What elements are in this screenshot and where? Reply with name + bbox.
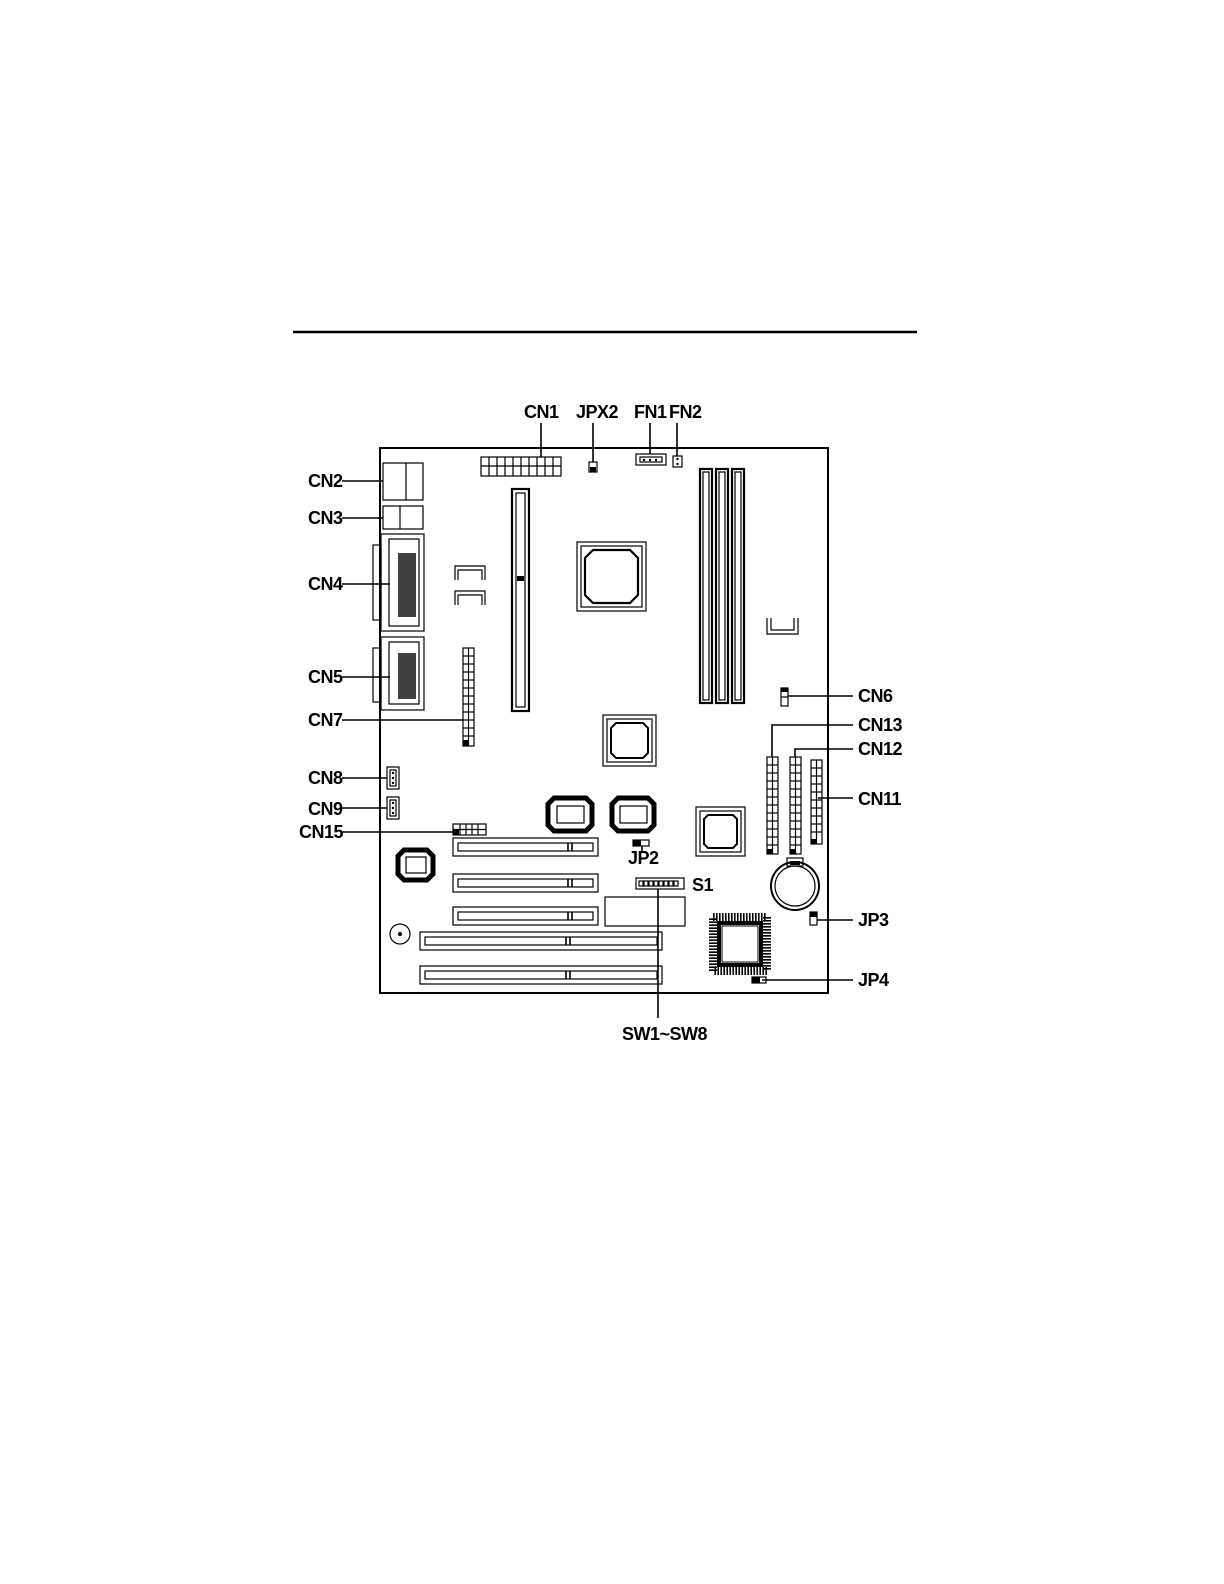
label-jp2: JP2 — [628, 848, 659, 868]
regulator-components — [455, 566, 485, 605]
label-cn12: CN12 — [858, 739, 903, 759]
cn6-header — [781, 688, 788, 706]
label-cn15: CN15 — [299, 822, 344, 842]
buzzer — [390, 924, 410, 944]
cn11-floppy-connector — [811, 760, 822, 844]
label-cn7: CN7 — [308, 710, 343, 730]
cn2-ps2-connector — [383, 463, 423, 500]
cn13-ide-connector — [767, 757, 778, 854]
cn9-header — [387, 797, 399, 819]
fn2-fan-header — [673, 456, 682, 467]
label-cn4: CN4 — [308, 574, 343, 594]
label-cn2: CN2 — [308, 471, 343, 491]
bracket-component — [767, 618, 798, 634]
s1-dip-switch — [636, 878, 684, 889]
cn12-ide-connector — [790, 757, 801, 854]
label-cn9: CN9 — [308, 799, 343, 819]
label-sw1-sw8: SW1~SW8 — [622, 1024, 708, 1044]
jp3-jumper — [810, 912, 817, 925]
jpx2-jumper — [589, 462, 597, 472]
fn1-fan-header — [636, 454, 666, 465]
label-jp3: JP3 — [858, 910, 889, 930]
plcc-chip-lower-left — [398, 850, 433, 880]
isa-slots — [420, 932, 662, 984]
label-cn1: CN1 — [524, 402, 559, 422]
cn1-power-connector — [481, 457, 561, 476]
cn3-usb-connector — [383, 506, 423, 529]
label-s1: S1 — [692, 875, 714, 895]
plcc-chip-left — [548, 798, 592, 831]
bios-chip-block — [605, 897, 685, 926]
plcc-chip-right — [612, 798, 654, 831]
cn4-parallel-port — [373, 534, 424, 631]
cn5-serial-port — [373, 637, 424, 710]
battery — [771, 858, 819, 910]
label-cn6: CN6 — [858, 686, 893, 706]
label-cn13: CN13 — [858, 715, 903, 735]
label-jp4: JP4 — [858, 970, 889, 990]
cn8-header — [387, 767, 399, 789]
southbridge-chip — [603, 715, 656, 766]
label-jpx2: JPX2 — [576, 402, 619, 422]
slot1-cpu-connector — [512, 489, 529, 711]
label-fn1: FN1 — [634, 402, 667, 422]
label-cn8: CN8 — [308, 768, 343, 788]
label-cn11: CN11 — [858, 789, 902, 809]
northbridge-chip — [577, 542, 646, 611]
dimm-slots — [700, 469, 744, 703]
cn15-header — [453, 824, 486, 835]
cn7-pin-header — [463, 648, 474, 746]
chipset-chip-right — [696, 807, 745, 856]
pci-slots — [453, 838, 598, 925]
super-io-chip — [713, 917, 767, 971]
label-cn3: CN3 — [308, 508, 343, 528]
label-cn5: CN5 — [308, 667, 343, 687]
label-fn2: FN2 — [669, 402, 702, 422]
